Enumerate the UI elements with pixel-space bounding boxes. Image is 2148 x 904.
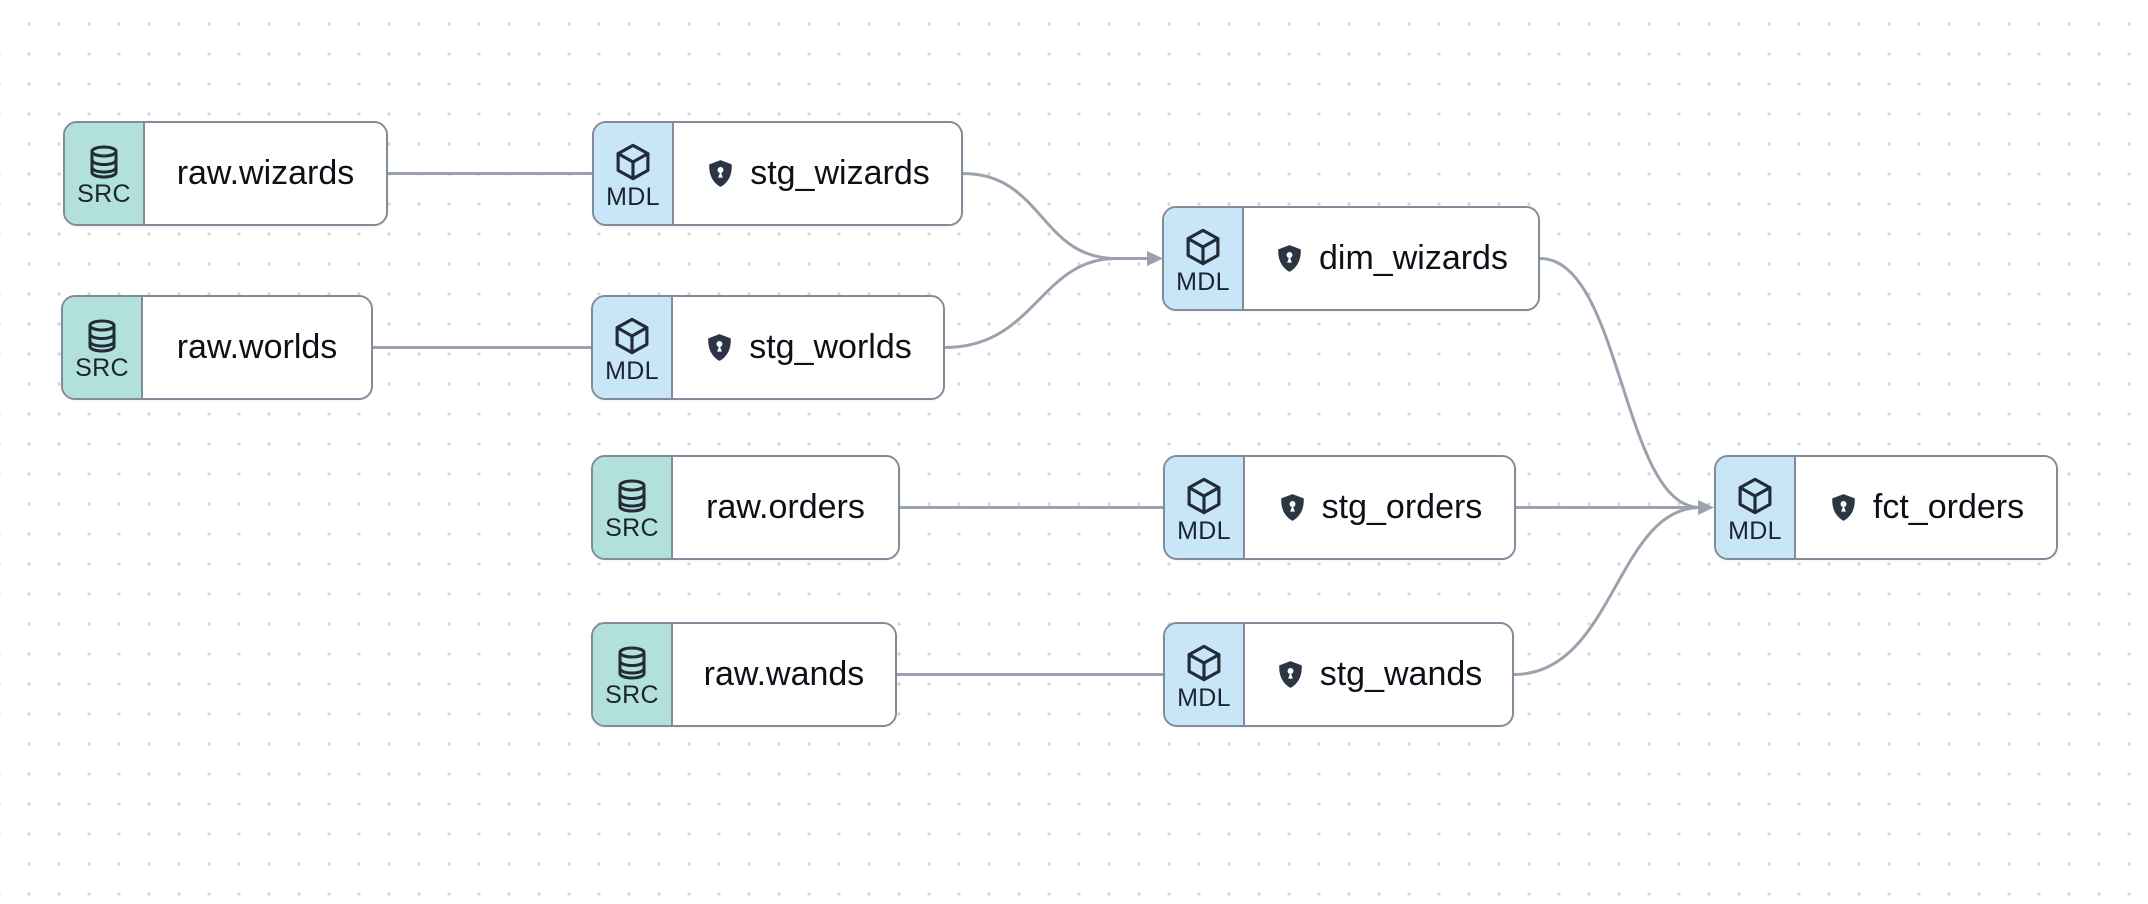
node-raw-orders[interactable]: SRC raw.orders — [591, 455, 900, 560]
model-badge: MDL — [594, 123, 674, 224]
arrow-into-fctorders — [1698, 500, 1714, 515]
badge-label: MDL — [605, 357, 659, 386]
database-icon — [618, 646, 646, 680]
database-icon — [90, 145, 118, 179]
node-raw-worlds[interactable]: SRC raw.worlds — [61, 295, 373, 400]
cube-icon — [1187, 645, 1221, 682]
cube-icon — [1187, 478, 1221, 515]
node-body: fct_orders — [1796, 457, 2056, 558]
badge-label: SRC — [75, 354, 129, 383]
node-raw-wands[interactable]: SRC raw.wands — [591, 622, 897, 727]
source-badge: SRC — [65, 123, 145, 224]
node-stg-orders[interactable]: MDL stg_orders — [1163, 455, 1516, 560]
node-dim-wizards[interactable]: MDL dim_wizards — [1162, 206, 1540, 311]
source-badge: SRC — [593, 624, 673, 725]
node-label: stg_orders — [1321, 488, 1483, 526]
node-label: fct_orders — [1872, 488, 2025, 526]
shield-lock-icon — [1278, 661, 1302, 688]
cube-icon — [616, 144, 650, 181]
node-label: dim_wizards — [1319, 239, 1508, 277]
database-icon — [618, 479, 646, 513]
node-body: dim_wizards — [1244, 208, 1538, 309]
node-stg-wands[interactable]: MDL stg_wands — [1163, 622, 1514, 727]
model-badge: MDL — [1165, 624, 1245, 725]
badge-label: SRC — [605, 681, 659, 710]
source-badge: SRC — [593, 457, 673, 558]
badge-label: MDL — [1177, 684, 1231, 713]
node-label: stg_worlds — [749, 328, 912, 366]
edge-dimwizards-fctorders — [1539, 257, 1701, 509]
node-body: stg_worlds — [673, 297, 943, 398]
edge-stgwands-fctorders — [1513, 506, 1701, 676]
node-stg-wizards[interactable]: MDL stg_wizards — [592, 121, 963, 226]
node-body: stg_wizards — [674, 123, 961, 224]
database-icon — [88, 319, 116, 353]
node-raw-wizards[interactable]: SRC raw.wizards — [63, 121, 388, 226]
badge-label: SRC — [605, 514, 659, 543]
badge-label: MDL — [1176, 268, 1230, 297]
edge-stgworlds-dimwizards — [944, 257, 1117, 349]
model-badge: MDL — [1716, 457, 1796, 558]
node-label: stg_wizards — [750, 154, 930, 192]
node-label: stg_wands — [1319, 655, 1483, 693]
cube-icon — [1186, 229, 1220, 266]
node-stg-worlds[interactable]: MDL stg_worlds — [591, 295, 945, 400]
source-badge: SRC — [63, 297, 143, 398]
cube-icon — [615, 318, 649, 355]
model-badge: MDL — [593, 297, 673, 398]
node-body: raw.worlds — [143, 297, 371, 398]
node-fct-orders[interactable]: MDL fct_orders — [1714, 455, 2058, 560]
badge-label: MDL — [1177, 517, 1231, 546]
shield-lock-icon — [709, 160, 733, 187]
edge-stgwizards-dimwizards — [962, 172, 1117, 260]
node-label: raw.wizards — [176, 154, 355, 192]
node-label: raw.orders — [706, 488, 865, 526]
node-label: raw.worlds — [176, 328, 338, 366]
badge-label: SRC — [77, 180, 131, 209]
node-label: raw.wands — [703, 655, 865, 693]
badge-label: MDL — [606, 183, 660, 212]
node-body: raw.wizards — [145, 123, 386, 224]
node-body: stg_wands — [1245, 624, 1512, 725]
arrow-into-dimwizards — [1147, 251, 1163, 266]
badge-label: MDL — [1728, 517, 1782, 546]
node-body: stg_orders — [1245, 457, 1514, 558]
cube-icon — [1738, 478, 1772, 515]
shield-lock-icon — [1832, 494, 1855, 521]
node-body: raw.orders — [673, 457, 898, 558]
model-badge: MDL — [1164, 208, 1244, 309]
shield-lock-icon — [708, 334, 732, 361]
model-badge: MDL — [1165, 457, 1245, 558]
node-body: raw.wands — [673, 624, 895, 725]
shield-lock-icon — [1280, 494, 1304, 521]
shield-lock-icon — [1278, 245, 1301, 272]
